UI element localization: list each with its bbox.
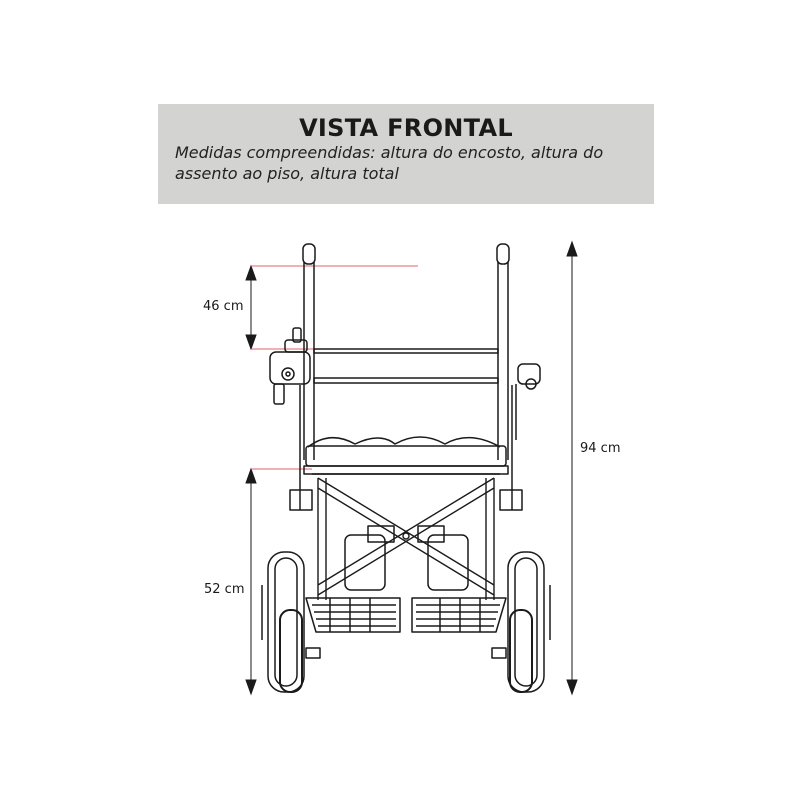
diagram-title: VISTA FRONTAL [299, 114, 513, 142]
right-control-knob [515, 363, 541, 440]
left-handle [302, 243, 316, 265]
left-footrest [305, 597, 401, 633]
total-height-label: 94 cm [580, 441, 621, 456]
wheelchair-drawing [261, 243, 551, 693]
x-frame [317, 477, 495, 600]
seat-cushion [305, 445, 507, 467]
right-footrest [411, 597, 507, 633]
joystick-controller [269, 327, 311, 405]
seat-height-label: 52 cm [204, 582, 245, 597]
header-banner: VISTA FRONTAL Medidas compreendidas: alt… [158, 104, 654, 204]
right-handle [496, 243, 510, 265]
left-drive-wheel [261, 551, 305, 693]
backrest-height-label: 46 cm [203, 299, 244, 314]
right-caster-wheel [509, 609, 533, 693]
left-hinge [289, 489, 313, 511]
seat-cushion-top [307, 436, 501, 448]
right-drive-wheel [507, 551, 551, 693]
right-hinge [499, 489, 523, 511]
left-motor [344, 534, 386, 591]
left-caster-wheel [279, 609, 303, 693]
diagram-subtitle: Medidas compreendidas: altura do encosto… [175, 143, 604, 183]
right-motor [427, 534, 469, 591]
dimension-arrows [245, 240, 578, 696]
